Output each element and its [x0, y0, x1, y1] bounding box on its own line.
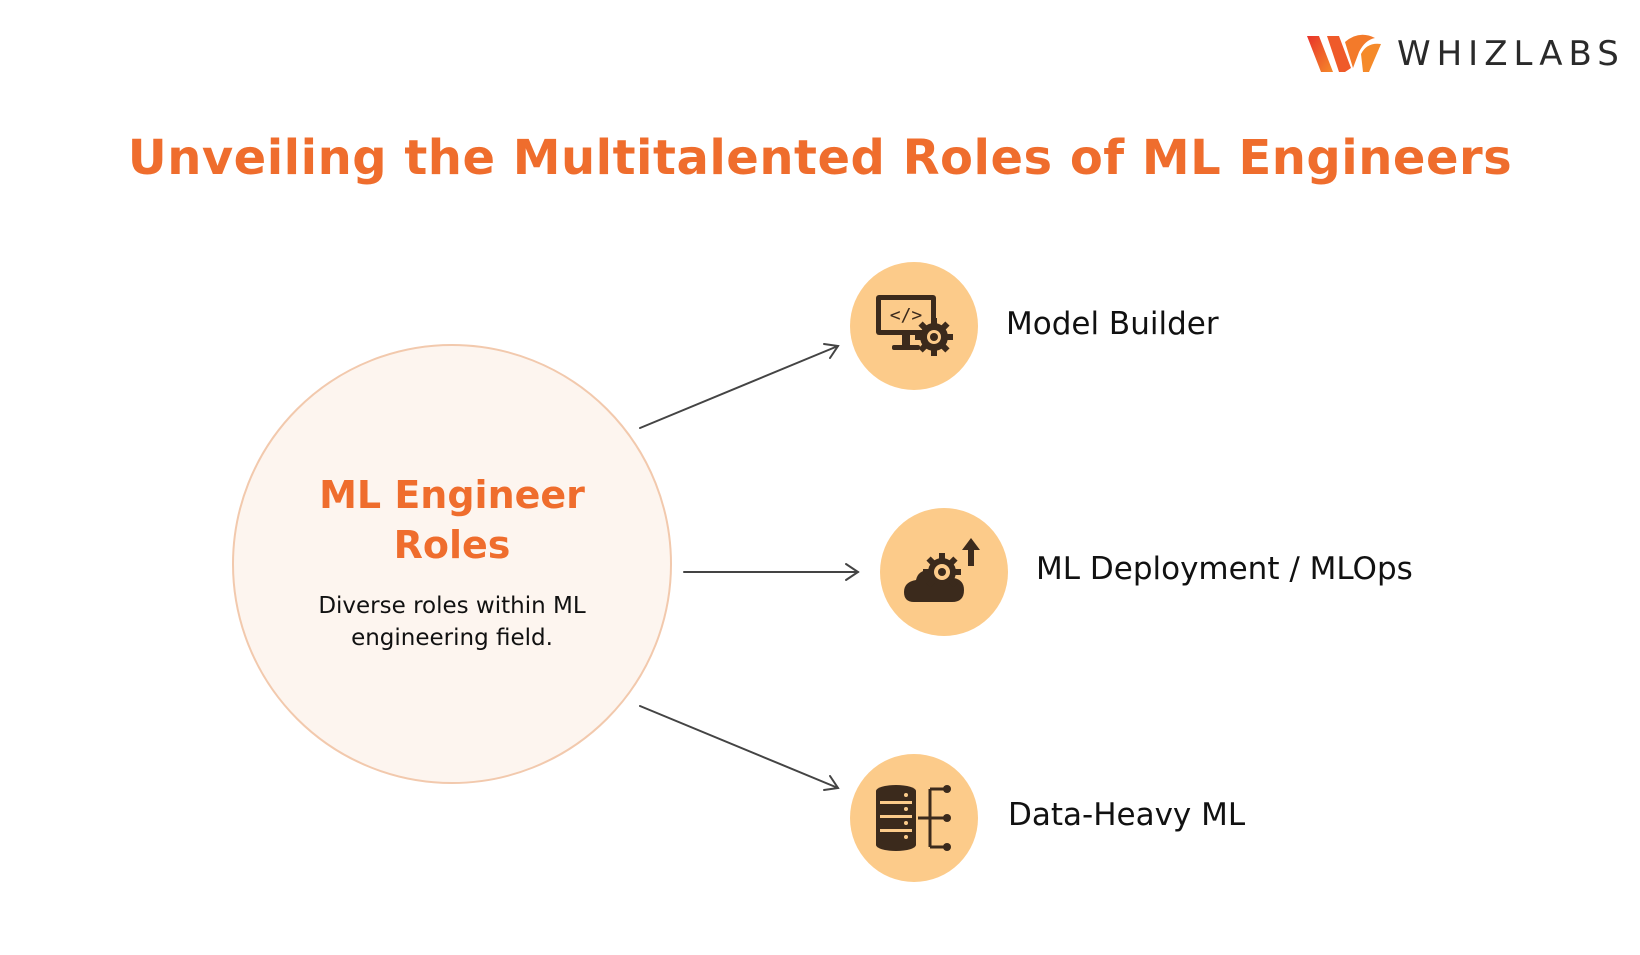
brand-name: WHIZLABS — [1397, 34, 1625, 74]
svg-text:</>: </> — [890, 305, 923, 326]
center-title: ML Engineer Roles — [232, 470, 672, 570]
brand-logo: WHIZLABS — [1305, 30, 1625, 78]
cloud-gear-upload-icon — [904, 538, 980, 602]
center-description: Diverse roles within ML engineering fiel… — [282, 590, 622, 654]
role-label-model-builder: Model Builder — [1006, 306, 1219, 342]
page-title: Unveiling the Multitalented Roles of ML … — [127, 130, 1513, 186]
arrow-to-model-builder — [639, 345, 839, 429]
center-title-line2: Roles — [393, 523, 511, 567]
center-title-line1: ML Engineer — [319, 473, 585, 517]
role-label-ml-deployment: ML Deployment / MLOps — [1036, 551, 1413, 587]
role-label-data-heavy-ml: Data-Heavy ML — [1008, 797, 1246, 833]
center-circle — [232, 344, 672, 784]
model-builder-icon-circle: </> — [850, 262, 978, 390]
ml-deployment-icon-circle — [880, 508, 1008, 636]
center-description-line2: engineering field. — [351, 625, 553, 651]
data-heavy-ml-icon-circle — [850, 754, 978, 882]
computer-code-gear-icon: </> — [876, 295, 953, 356]
center-description-line1: Diverse roles within ML — [318, 593, 586, 619]
whizlabs-logo-icon — [1307, 34, 1381, 72]
database-network-icon — [876, 785, 951, 851]
arrow-to-data-heavy-ml — [639, 705, 839, 789]
